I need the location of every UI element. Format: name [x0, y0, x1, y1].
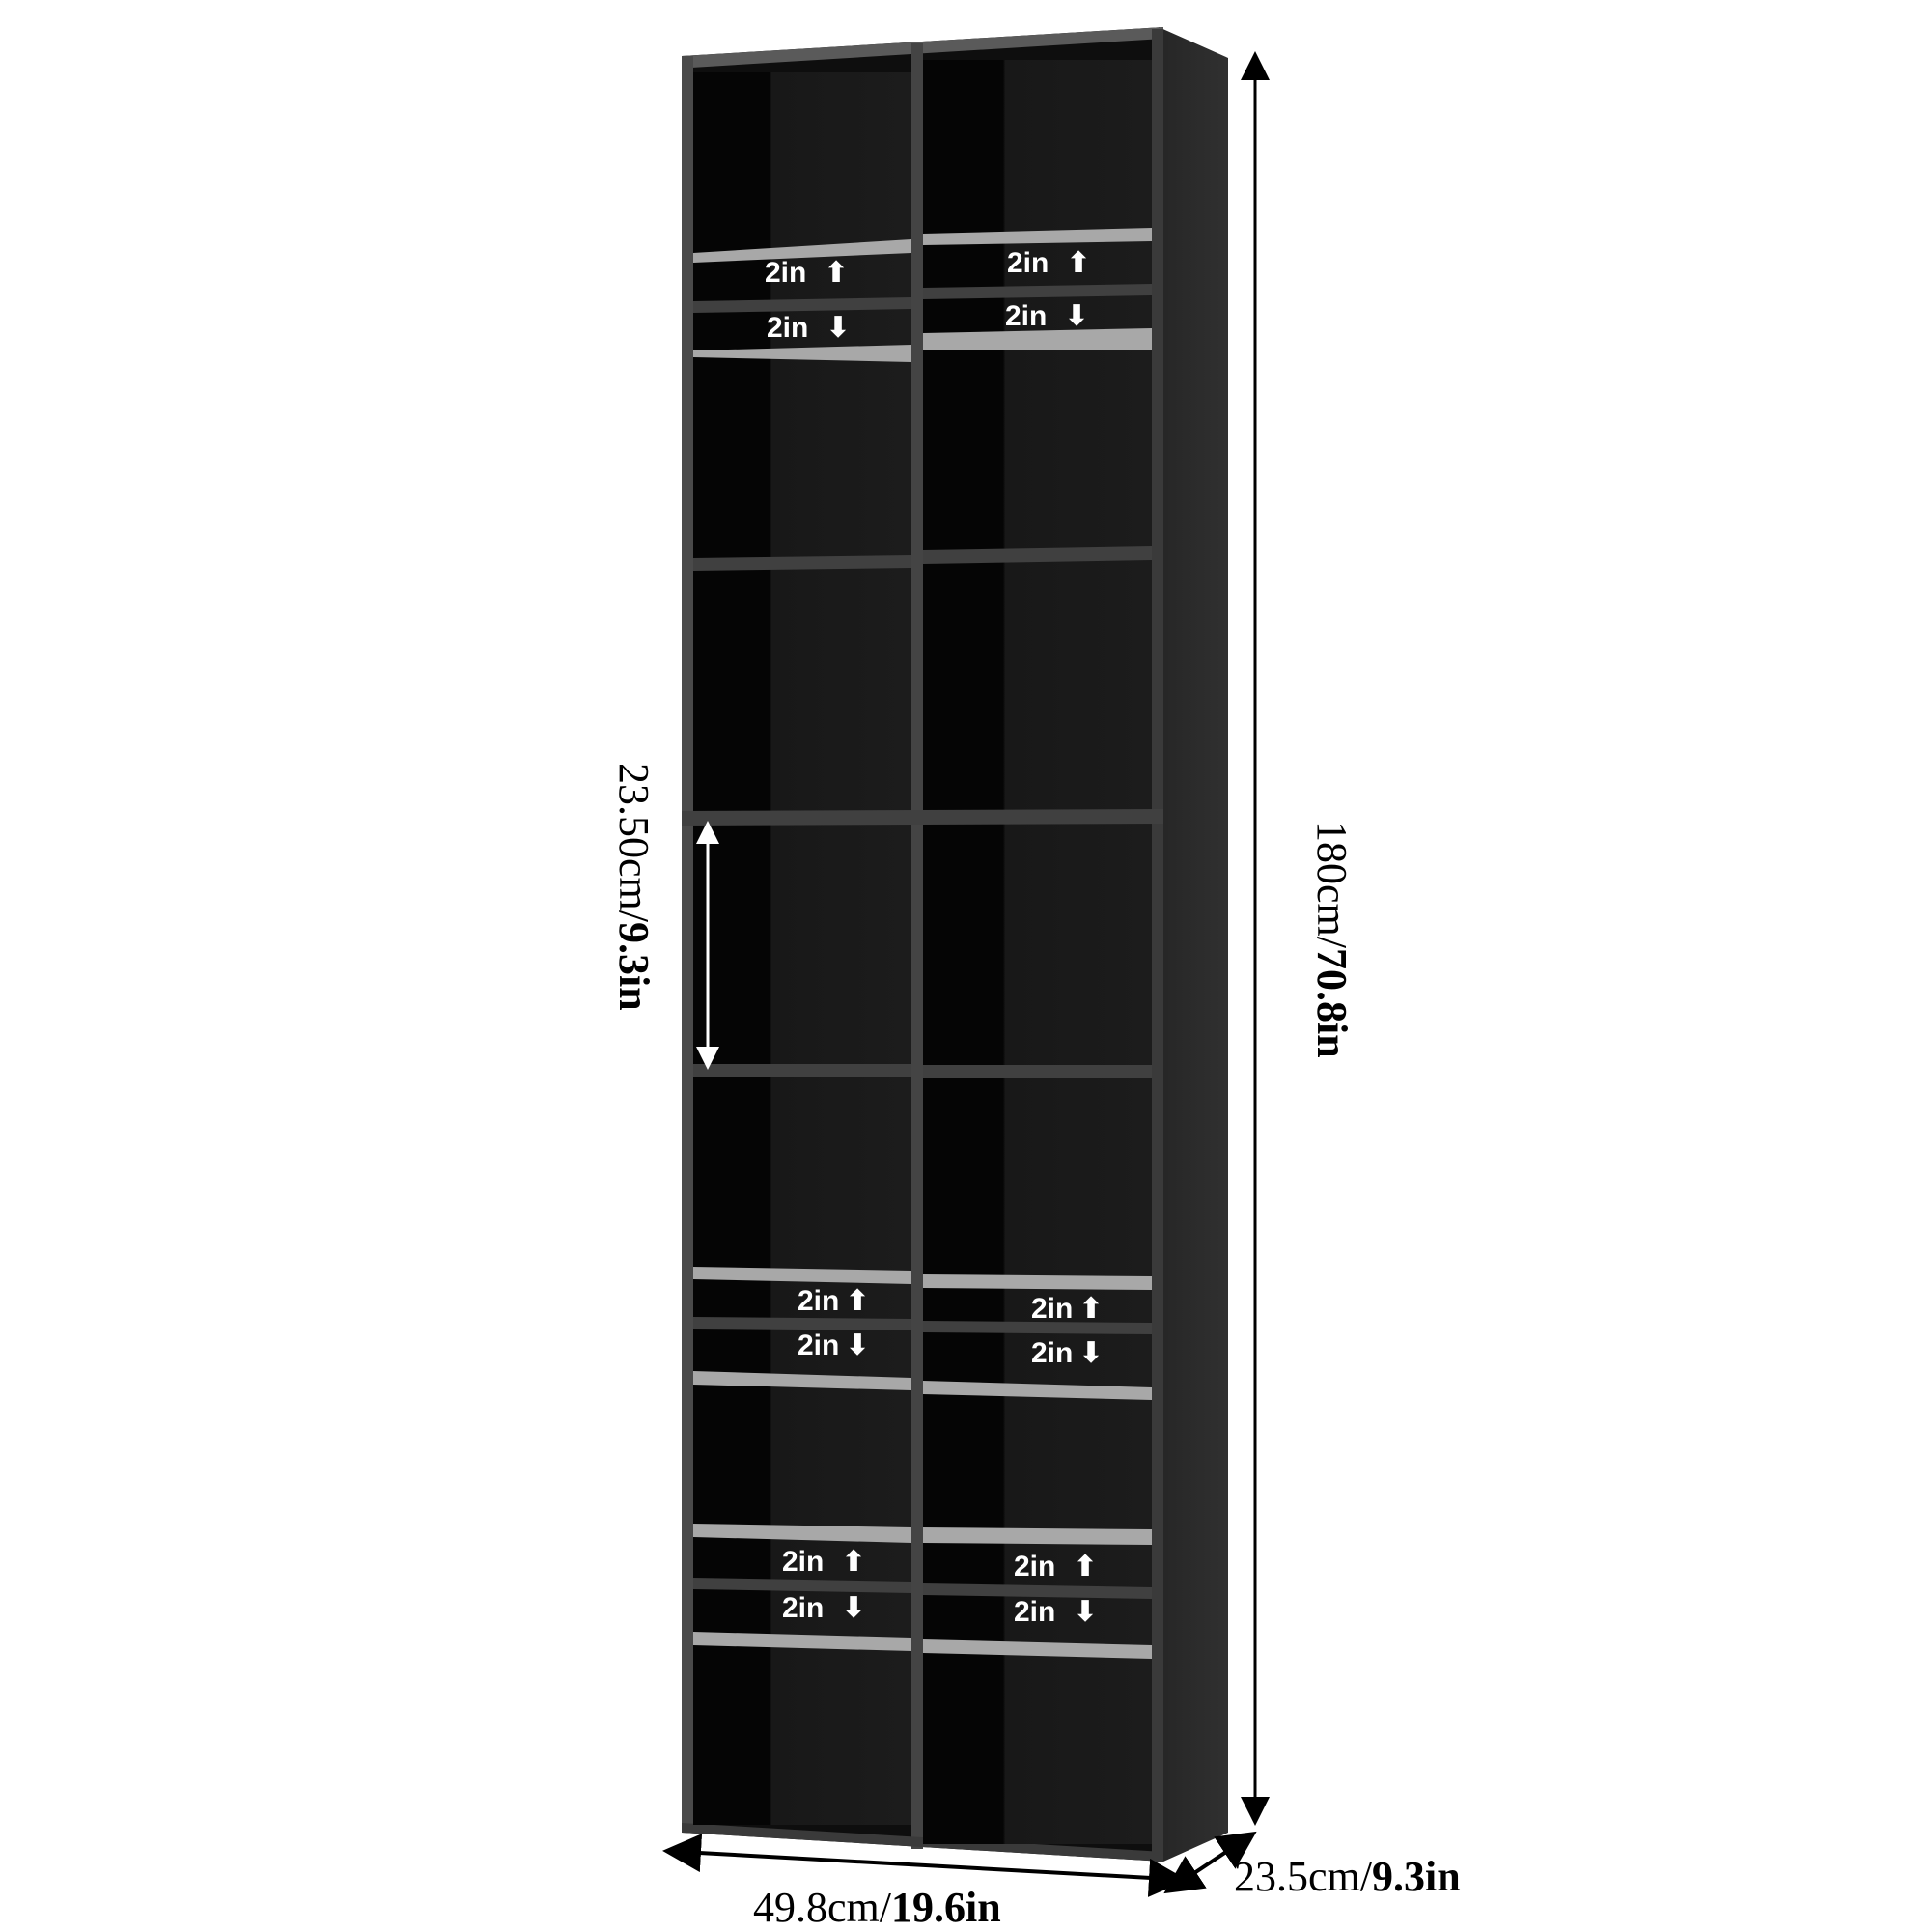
- arrow-up-icon: ⬆: [841, 1546, 866, 1578]
- adjuster-top-right-down: 2in⬇: [1005, 299, 1089, 333]
- adjuster-top-left-up: 2in⬆: [765, 256, 849, 290]
- adjuster-bottom-right-down: 2in⬇: [1014, 1595, 1098, 1629]
- cube-height-metric: 23.50cm/: [610, 763, 658, 922]
- width-metric: 49.8cm/: [753, 1884, 891, 1931]
- arrow-up-icon: ⬆: [1078, 1293, 1104, 1325]
- adjuster-top-right-up: 2in⬆: [1007, 246, 1091, 280]
- width-imperial: 19.6in: [890, 1884, 1001, 1931]
- height-imperial: 70.8in: [1308, 947, 1356, 1058]
- arrow-down-icon: ⬇: [841, 1592, 866, 1624]
- cube-height-label: 23.50cm/9.3in: [609, 763, 658, 1011]
- side-panel: [1159, 27, 1228, 1862]
- adjuster-bottom-right-up: 2in⬆: [1014, 1550, 1098, 1583]
- adjuster-bottom-left-down: 2in⬇: [782, 1591, 866, 1625]
- depth-imperial: 9.3in: [1371, 1853, 1461, 1900]
- arrow-up-icon: ⬆: [845, 1285, 870, 1317]
- height-label: 180cm/70.8in: [1307, 821, 1357, 1058]
- adjuster-top-left-down: 2in⬇: [767, 311, 851, 345]
- adjustable-shelf-highlights: [693, 228, 1152, 1659]
- adjuster-middle-right-down: 2in⬇: [1031, 1336, 1104, 1370]
- depth-label: 23.5cm/9.3in: [1234, 1852, 1461, 1901]
- arrow-down-icon: ⬇: [1078, 1337, 1104, 1369]
- adjuster-middle-left-up: 2in⬆: [798, 1284, 870, 1318]
- arrow-up-icon: ⬆: [1066, 247, 1091, 279]
- adjuster-middle-right-up: 2in⬆: [1031, 1292, 1104, 1326]
- cube-height-imperial: 9.3in: [610, 921, 658, 1011]
- arrow-down-icon: ⬇: [845, 1330, 870, 1361]
- adjuster-bottom-left-up: 2in⬆: [782, 1545, 866, 1579]
- adjuster-middle-left-down: 2in⬇: [798, 1329, 870, 1362]
- arrow-up-icon: ⬆: [1073, 1551, 1098, 1582]
- height-metric: 180cm/: [1308, 821, 1356, 948]
- fixed-shelves: [682, 284, 1163, 1599]
- arrow-down-icon: ⬇: [1073, 1596, 1098, 1628]
- depth-metric: 23.5cm/: [1234, 1853, 1372, 1900]
- arrow-up-icon: ⬆: [824, 257, 849, 289]
- arrow-down-icon: ⬇: [1064, 300, 1089, 332]
- arrow-down-icon: ⬇: [826, 312, 851, 344]
- width-label: 49.8cm/19.6in: [753, 1883, 1001, 1932]
